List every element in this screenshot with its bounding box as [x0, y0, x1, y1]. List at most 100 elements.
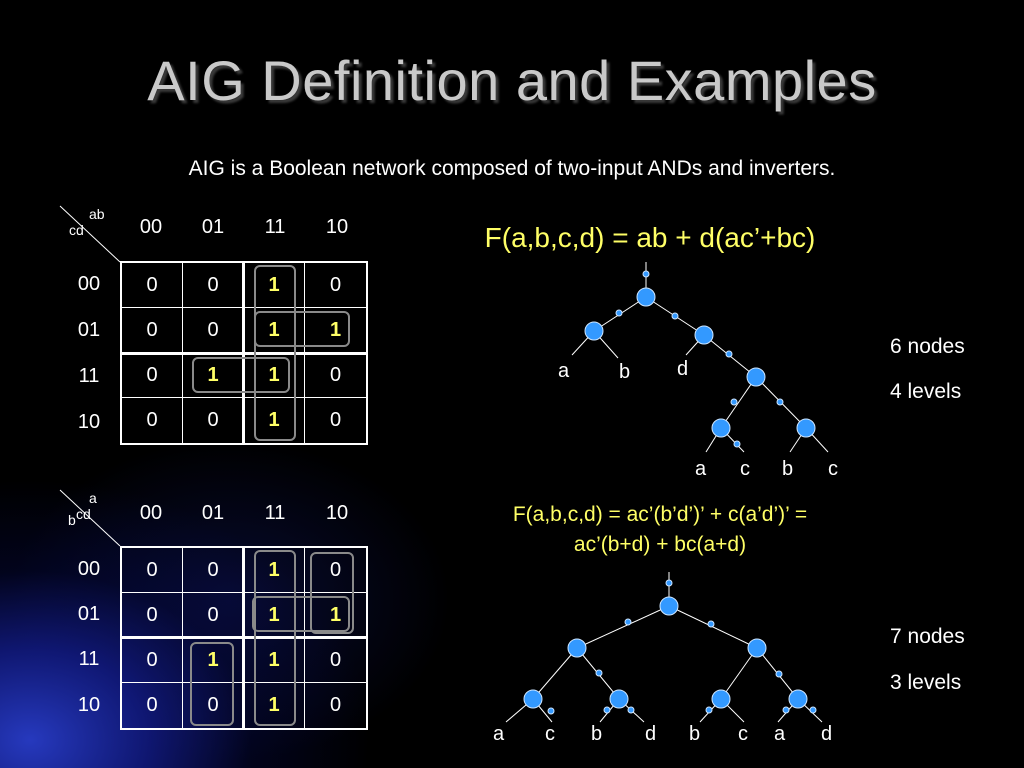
aig1-leaf: b [782, 458, 793, 480]
aig1-leaves: a b d a c b c [558, 358, 838, 480]
kmap2-row-header: 11 [78, 648, 100, 670]
inverter-dot [615, 309, 623, 317]
inverter-dot [547, 707, 555, 715]
aig2-leaf: a [493, 723, 505, 745]
and-node [747, 638, 767, 658]
example1-node-count: 6 nodes [890, 335, 965, 358]
inverter-dot [725, 350, 733, 358]
kmap2-row-header: 10 [77, 694, 101, 716]
kmap1-cell: 0 [305, 353, 366, 398]
inverter-dot [730, 398, 738, 406]
kmap1-cell: 0 [122, 398, 183, 443]
aig1-leaf: c [828, 458, 838, 480]
aig2-leaf: c [738, 723, 748, 745]
aig1-leaf: c [740, 458, 750, 480]
inverter-dot [595, 669, 603, 677]
inverter-dot [776, 398, 784, 406]
and-node [796, 418, 816, 438]
aig2-leaf: a [774, 723, 786, 745]
kmap1-row-header: 10 [77, 411, 101, 433]
inverter-dot [642, 270, 650, 278]
kmap1-col-header: 11 [264, 216, 286, 238]
kmap2-row-header: 01 [77, 603, 101, 625]
example1-formula: F(a,b,c,d) = ab + d(ac’+bc) [484, 222, 816, 253]
slide-subtitle: AIG is a Boolean network composed of two… [188, 157, 836, 180]
kmap1-group-loop [192, 357, 290, 393]
kmap2-cell: 0 [122, 638, 183, 683]
aig1-leaf: d [677, 358, 688, 380]
kmap2-cell: 1 [244, 548, 305, 593]
inverter-dot [671, 312, 679, 320]
kmap1-group-loop [254, 311, 350, 347]
kmap2-row-header: 00 [77, 558, 101, 580]
kmap2-group-loop [252, 596, 350, 632]
inverter-dot [624, 618, 632, 626]
kmap1-cell: 0 [305, 263, 366, 308]
kmap2-cell: 1 [244, 683, 305, 728]
kmap2-group-loop [190, 642, 234, 726]
kmap1-cell: 1 [244, 263, 305, 308]
aig2-leaves: a c b d b c a d [493, 723, 832, 745]
and-node [694, 325, 714, 345]
inverter-dot [782, 706, 790, 714]
kmap2-cell: 0 [329, 694, 342, 716]
example2-node-count: 7 nodes [890, 625, 965, 648]
kmap1-col-header: 01 [201, 216, 225, 238]
example2-formula: F(a,b,c,d) = ac’(b’d’)’ + c(a’d’)’ = ac’… [420, 500, 900, 560]
kmap2-col-header: 00 [139, 502, 163, 524]
kmap2-corner-bottom: b [68, 512, 76, 528]
kmap1-cell: 0 [122, 353, 183, 398]
aig1-leaf: a [558, 360, 570, 382]
and-node [711, 418, 731, 438]
example2-level-count: 3 levels [890, 671, 962, 694]
example1-level-count: 4 levels [890, 380, 962, 403]
example2-formula-line1: F(a,b,c,d) = ac’(b’d’)’ + c(a’d’)’ = [512, 503, 808, 526]
aig2-inverters [547, 579, 817, 715]
aig1-leaf: a [695, 458, 707, 480]
kmap1-corner-top: ab [89, 206, 105, 222]
kmap2-cell: 1 [244, 638, 305, 683]
kmap2-cell: 0 [122, 683, 183, 728]
and-node [636, 287, 656, 307]
kmap1-cell: 0 [122, 263, 183, 308]
aig2-and-nodes [523, 596, 808, 709]
example2-formula-line2: ac’(b+d) + bc(a+d) [573, 533, 747, 556]
aig1-and-nodes [584, 287, 816, 438]
kmap2-group-loop [254, 550, 296, 726]
slide-title: AIG Definition and Examples [147, 49, 877, 112]
aig2-leaf: b [591, 723, 602, 745]
aig1-leaf: b [619, 361, 630, 383]
aig2-leaf: d [645, 723, 656, 745]
kmap2-divider-horizontal [120, 636, 368, 639]
kmap2-col-header: 10 [325, 502, 349, 524]
kmap2-cell: 0 [305, 638, 366, 683]
aig2-edges [505, 572, 823, 723]
kmap2-corner-top: a [89, 490, 97, 506]
inverter-dot [809, 706, 817, 714]
kmap1-col-header: 10 [325, 216, 349, 238]
inverter-dot [775, 670, 783, 678]
aig2-leaf: b [689, 723, 700, 745]
and-node [746, 367, 766, 387]
and-node [609, 689, 629, 709]
inverter-dot [603, 706, 611, 714]
kmap1-cell: 1 [244, 353, 305, 398]
kmap2-col-header: 11 [264, 502, 286, 524]
inverter-dot [627, 706, 635, 714]
aig1-edges [571, 262, 829, 453]
kmap2-cell: 0 [122, 548, 183, 593]
and-node [584, 321, 604, 341]
inverter-dot [705, 706, 713, 714]
kmap2-col-header: 01 [201, 502, 225, 524]
and-node [711, 689, 731, 709]
aig2-leaf: d [821, 723, 832, 745]
inverter-dot [707, 620, 715, 628]
kmap1-group-loop [254, 265, 296, 441]
kmap1-row-header: 11 [78, 365, 100, 387]
and-node [659, 596, 679, 616]
inverter-dot [733, 440, 741, 448]
kmap1-col-header: 00 [139, 216, 163, 238]
